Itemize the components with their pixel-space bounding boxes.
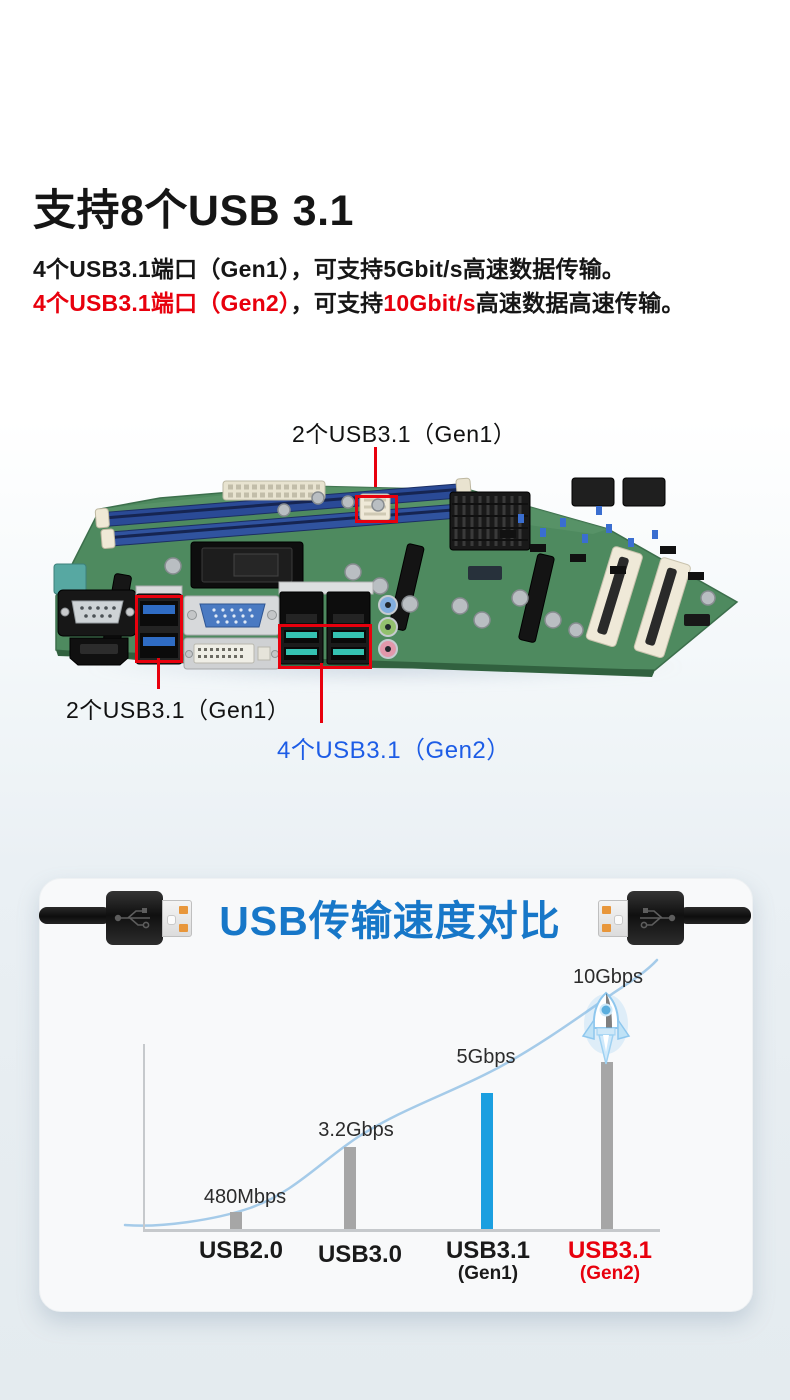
category-label-usb31-gen1: USB3.1 (445, 1237, 531, 1264)
intro-line-2-red-1: 4个USB3.1端口（Gen2） (33, 290, 291, 316)
value-label-usb20: 480Mbps (203, 1186, 287, 1208)
category-label-usb30: USB3.0 (317, 1241, 403, 1268)
hdmi-port-left (69, 637, 129, 666)
callout-box-usb-gen1 (135, 595, 183, 663)
chart-y-axis (143, 1044, 145, 1231)
usb-cable-right-wire (679, 907, 751, 924)
motherboard-photo (53, 477, 739, 677)
callout-line-top (374, 447, 377, 497)
callout-box-usb-gen2 (278, 624, 372, 669)
usb-cable-left-wire (39, 907, 111, 924)
value-label-usb31-gen2: 10Gbps (572, 966, 644, 988)
category-label-usb31-gen2: USB3.1 (567, 1237, 653, 1264)
usb-trident-icon (640, 908, 676, 929)
value-label-usb31-gen1: 5Gbps (456, 1046, 516, 1068)
chart-x-axis (143, 1229, 660, 1232)
vga-port (183, 595, 280, 636)
audio-jacks (378, 595, 398, 659)
usb31-gen1-ports (135, 585, 183, 665)
annotation-usb-gen2: 4个USB3.1（Gen2） (277, 737, 511, 764)
usb-pin (179, 924, 188, 932)
capacitors (164, 491, 716, 638)
bar-usb30 (344, 1147, 356, 1229)
usb-plug-right-icon (598, 900, 628, 937)
page-title: 支持8个USB 3.1 (33, 187, 354, 235)
category-label-usb20: USB2.0 (198, 1237, 284, 1264)
intro-line-2-red-2: 10Gbit/s (383, 290, 476, 316)
dvi-port (183, 637, 280, 670)
intro-line-2-black-2: 高速数据高速传输。 (475, 290, 685, 316)
usb-pin (179, 906, 188, 914)
usb-plug-hole (167, 915, 176, 925)
card-title: USB传输速度对比 (219, 898, 561, 944)
speed-comparison-card (39, 878, 753, 1312)
speed-trend-curve (123, 958, 659, 1227)
bar-usb31-gen2 (601, 1062, 613, 1229)
callout-line-usb-gen1 (157, 658, 160, 689)
ethernet-ports (278, 581, 374, 627)
mosfet-block-2 (622, 477, 666, 507)
bar-usb31-gen1 (481, 1093, 493, 1229)
callout-box-usb-header (355, 495, 398, 523)
intro-line-2-black-1: ，可支持 (290, 290, 384, 316)
pci-slots (585, 546, 691, 659)
usb-pin (602, 924, 611, 932)
category-sub-label-gen2: (Gen2) (579, 1263, 641, 1284)
usb-plug-hole (614, 915, 623, 925)
atx-power-connector (222, 480, 326, 501)
pin-headers (468, 506, 710, 626)
mosfet-block-1 (571, 477, 615, 507)
usb-cable-left-icon (106, 891, 163, 945)
rocket-icon (581, 991, 631, 1065)
usb31-gen2-ports (279, 625, 371, 665)
cpu-socket (190, 541, 304, 589)
intro-line-1: 4个USB3.1端口（Gen1），可支持5Gbit/s高速数据传输。 (33, 256, 626, 282)
intro-line-2: 4个USB3.1端口（Gen2），可支持10Gbit/s高速数据高速传输。 (33, 284, 685, 318)
serial-port (57, 589, 137, 637)
category-sub-label-gen1: (Gen1) (457, 1263, 519, 1284)
annotation-left-usb-gen1: 2个USB3.1（Gen1） (66, 697, 291, 723)
annotation-top-usb-gen1: 2个USB3.1（Gen1） (292, 421, 517, 447)
usb-cable-right-icon (627, 891, 684, 945)
usb-trident-icon (114, 908, 150, 929)
usb-plug-left-icon (162, 900, 192, 937)
usb-pin (602, 906, 611, 914)
value-label-usb30: 3.2Gbps (318, 1119, 394, 1141)
callout-line-usb-gen2 (320, 663, 323, 723)
bar-usb20 (230, 1212, 242, 1229)
